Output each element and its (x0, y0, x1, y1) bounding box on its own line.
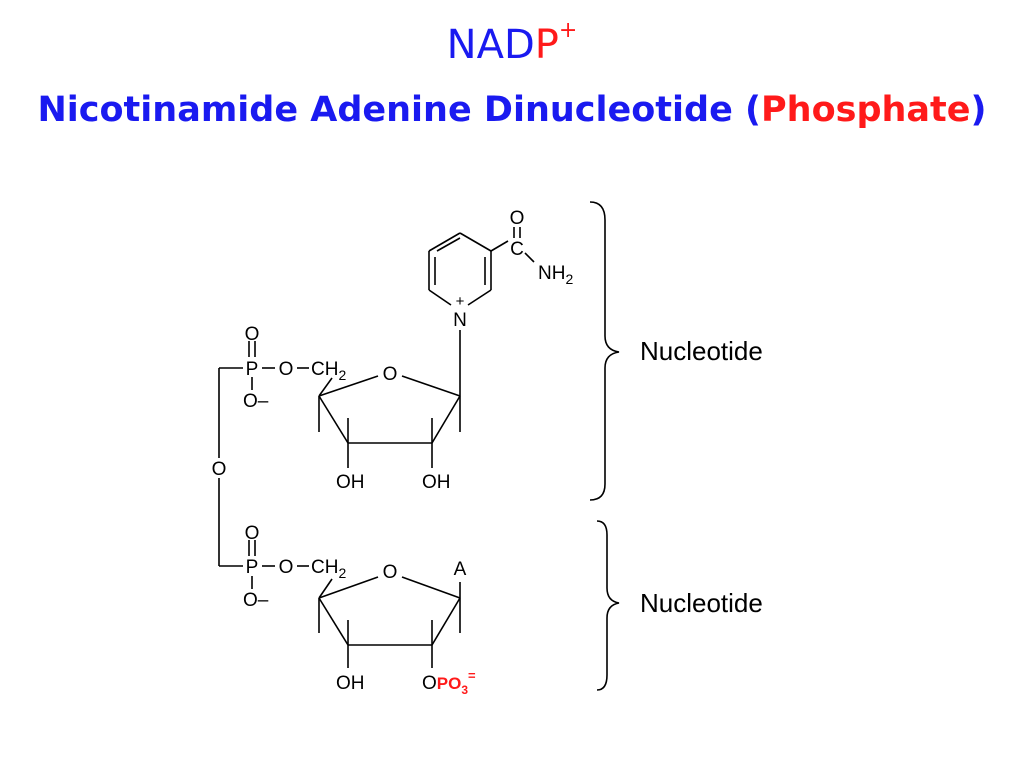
upper-brace (589, 201, 620, 501)
bond (431, 597, 461, 646)
lower-brace (596, 520, 620, 691)
atom-nh: NH2 (538, 263, 573, 287)
title-full-main: Nicotinamide Adenine Dinucleotide ( (37, 90, 762, 130)
bond (401, 576, 461, 599)
atom-o: O (245, 523, 260, 544)
bond (428, 289, 452, 306)
bond (431, 395, 461, 444)
bond (524, 252, 535, 263)
bond (401, 375, 461, 397)
atom-ring-o: O (383, 562, 398, 583)
atom-oh: OH (336, 673, 365, 694)
atom-bridge-o: O (212, 459, 227, 480)
atom-o: O (510, 208, 525, 229)
title-full-close: ) (970, 90, 987, 130)
atom-o: O (279, 557, 294, 578)
title-abbr-nad: NAD (446, 22, 535, 68)
atom-o-minus: O– (243, 590, 269, 611)
bond (318, 395, 349, 444)
bond (436, 237, 461, 252)
bond (318, 377, 333, 397)
title-fullname: Nicotinamide Adenine Dinucleotide (Phosp… (0, 90, 1024, 130)
atom-ch2: CH2 (311, 359, 346, 383)
bond (490, 240, 509, 252)
title-abbr-plus: + (558, 18, 578, 43)
bond (318, 576, 379, 599)
atom-adenine: A (454, 559, 467, 580)
atom-o-minus: O– (243, 391, 269, 412)
atom-c: C (510, 239, 524, 260)
upper-nucleotide-label: Nucleotide (640, 336, 763, 366)
atom-n: N (453, 310, 467, 331)
title-abbreviation: NADP+ (0, 18, 1024, 68)
bond (318, 375, 379, 397)
atom-o: O (279, 359, 294, 380)
bond (318, 578, 333, 599)
atom-plus: + (456, 293, 465, 310)
atom-p: P (246, 359, 259, 380)
atom-o: O (245, 324, 260, 345)
bond (318, 597, 349, 646)
atom-o-phosphate: OPO3= (422, 668, 476, 697)
atom-oh: OH (336, 472, 365, 493)
atom-oh: OH (422, 472, 451, 493)
atom-ch2: CH2 (311, 557, 346, 581)
bond (428, 232, 461, 252)
bond (467, 289, 492, 306)
title-full-phosphate: Phosphate (761, 90, 971, 130)
atom-ring-o: O (383, 364, 398, 385)
atom-p: P (246, 557, 259, 578)
bond (459, 232, 492, 252)
lower-nucleotide-label: Nucleotide (640, 588, 763, 618)
title-abbr-p: P (534, 22, 559, 68)
